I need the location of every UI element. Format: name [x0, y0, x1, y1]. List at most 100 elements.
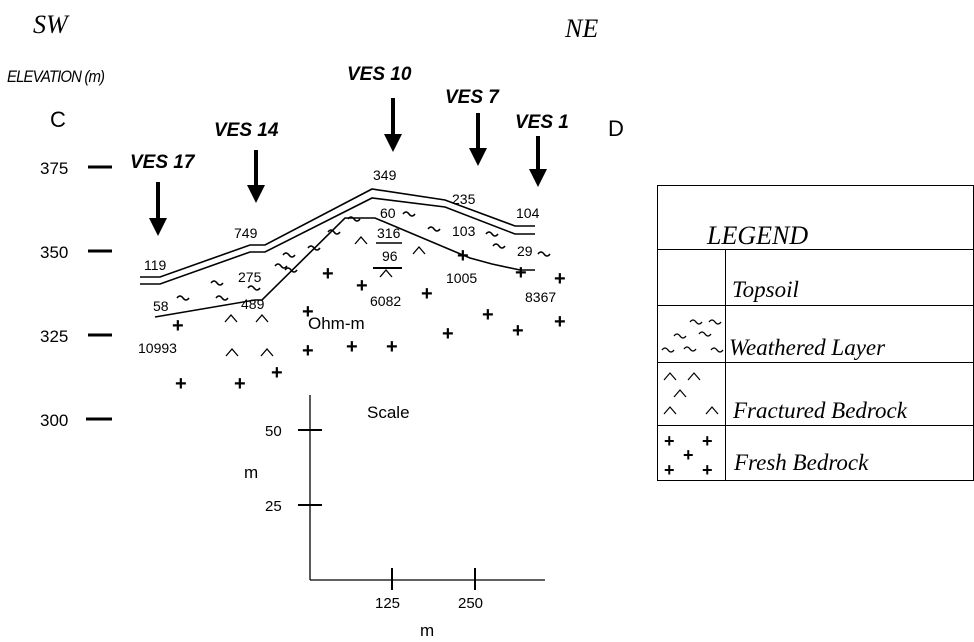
plus-symbol: +: [271, 362, 283, 384]
plus-symbol: +: [554, 268, 566, 290]
tilde-symbol: [275, 264, 287, 268]
ves-7-arrowhead: [469, 148, 487, 166]
elevation-axis-title: ELEVATION (m): [7, 68, 105, 86]
scale-vertical-tick-50: 50: [265, 423, 282, 440]
plus-symbol: +: [175, 373, 187, 395]
tilde-symbol: [493, 244, 505, 248]
tilde-symbol: [211, 281, 223, 285]
tilde-symbol: [486, 232, 498, 236]
ves-10-topsoil-value: 349: [373, 167, 397, 183]
plus-symbol: +: [554, 311, 566, 333]
svg-text:+: +: [702, 431, 713, 451]
tilde-symbol: [403, 212, 415, 216]
tilde-symbol: [216, 296, 228, 300]
legend-label-fresh: Fresh Bedrock: [733, 450, 869, 475]
ground-surface-line: [140, 189, 535, 277]
plus-symbol: +: [346, 336, 358, 358]
legend-label-weathered: Weathered Layer: [729, 335, 886, 360]
caret-symbol: [225, 315, 237, 322]
ves-10-bedrock-value: 6082: [370, 293, 401, 309]
plus-symbol: +: [234, 373, 246, 395]
ves-10-fractured-value-2: 96: [382, 248, 398, 264]
resistivity-unit-label: Ohm-m: [308, 314, 365, 333]
scale-vertical-unit: m: [244, 463, 258, 482]
profile-start-label: C: [50, 107, 66, 132]
ves-17-weathered-value: 58: [153, 298, 169, 314]
profile-end-label: D: [608, 116, 624, 141]
elevation-tick-325: 325: [40, 327, 68, 346]
ves-14-label: VES 14: [214, 120, 279, 141]
legend: LEGEND Topsoil Weathered Layer Fractured…: [657, 186, 974, 482]
caret-symbol: [256, 315, 268, 322]
ves-14-weathered-value: 275: [238, 269, 262, 285]
ves-7-topsoil-value: 235: [452, 191, 476, 207]
plus-symbol: +: [322, 263, 334, 285]
plus-symbol: +: [302, 301, 314, 323]
ves-14-topsoil-value: 749: [234, 225, 258, 241]
tilde-symbol: [248, 286, 260, 290]
ves-10-weathered-value: 60: [380, 205, 396, 221]
plus-symbol: +: [482, 304, 494, 326]
ves-14-fractured-value: 489: [241, 296, 265, 312]
ves-17-bedrock-value: 10993: [138, 340, 177, 356]
plus-symbol: +: [421, 283, 433, 305]
scale-title: Scale: [367, 403, 410, 422]
svg-text:+: +: [664, 460, 675, 480]
scale-horizontal-tick-250: 250: [458, 595, 483, 612]
ves-1-arrowhead: [529, 169, 547, 187]
ves-1-topsoil-value: 104: [516, 205, 540, 221]
plus-symbol: +: [515, 262, 527, 284]
plus-symbol: +: [302, 340, 314, 362]
legend-swatch-fractured: [664, 373, 718, 414]
ves-14-arrowhead: [247, 185, 265, 203]
ves-17-label: VES 17: [130, 152, 196, 173]
elevation-tick-375: 375: [40, 159, 68, 178]
ves-10-label: VES 10: [347, 64, 412, 85]
ves-7-weathered-value: 103: [452, 223, 476, 239]
ves-1-weathered-value: 29: [517, 243, 533, 259]
layer-boundaries: [140, 189, 535, 317]
svg-text:+: +: [702, 460, 713, 480]
plus-symbol: +: [172, 315, 184, 337]
elevation-axis: 375 350 325 300: [40, 159, 112, 430]
caret-symbol: [413, 247, 425, 254]
tilde-symbol: [283, 253, 295, 257]
scale-horizontal-unit: m: [420, 621, 434, 640]
ves-1-label: VES 1: [515, 112, 569, 133]
ves-10-arrowhead: [384, 134, 402, 152]
plus-symbol: +: [386, 336, 398, 358]
caret-symbol: [380, 270, 392, 277]
plus-symbol: +: [442, 323, 454, 345]
elevation-tick-350: 350: [40, 243, 68, 262]
plus-symbol: +: [512, 320, 524, 342]
caret-symbol: [261, 349, 273, 356]
ves-1-bedrock-value: 8367: [525, 289, 556, 305]
caret-symbol: [355, 237, 367, 244]
ves-7-bedrock-value: 1005: [446, 270, 477, 286]
ves-17-arrowhead: [149, 218, 167, 236]
scale-vertical-tick-25: 25: [265, 498, 282, 515]
scale-horizontal-tick-125: 125: [375, 595, 400, 612]
ves-10-fractured-value: 316: [377, 225, 401, 241]
orientation-sw-label: SW: [33, 10, 70, 39]
svg-text:+: +: [664, 431, 675, 451]
plus-symbol: +: [356, 275, 368, 297]
caret-symbol: [226, 349, 238, 356]
ves-7-label: VES 7: [445, 87, 500, 108]
legend-title: LEGEND: [706, 221, 808, 250]
tilde-symbol: [428, 227, 440, 231]
plus-symbol: +: [457, 245, 469, 267]
tilde-symbol: [538, 252, 550, 256]
legend-label-fractured: Fractured Bedrock: [732, 398, 908, 423]
elevation-tick-300: 300: [40, 411, 68, 430]
orientation-ne-label: NE: [564, 14, 598, 43]
legend-label-topsoil: Topsoil: [732, 277, 799, 302]
tilde-symbol: [177, 296, 189, 300]
weathered-base-line: [155, 218, 535, 317]
legend-swatch-weathered: [662, 320, 723, 352]
legend-swatch-fresh: + + + + +: [664, 431, 713, 480]
ves-17-topsoil-value: 119: [144, 257, 167, 273]
scale-bar: Scale 50 25 m 125 250 m: [244, 395, 545, 640]
svg-text:+: +: [683, 445, 694, 465]
